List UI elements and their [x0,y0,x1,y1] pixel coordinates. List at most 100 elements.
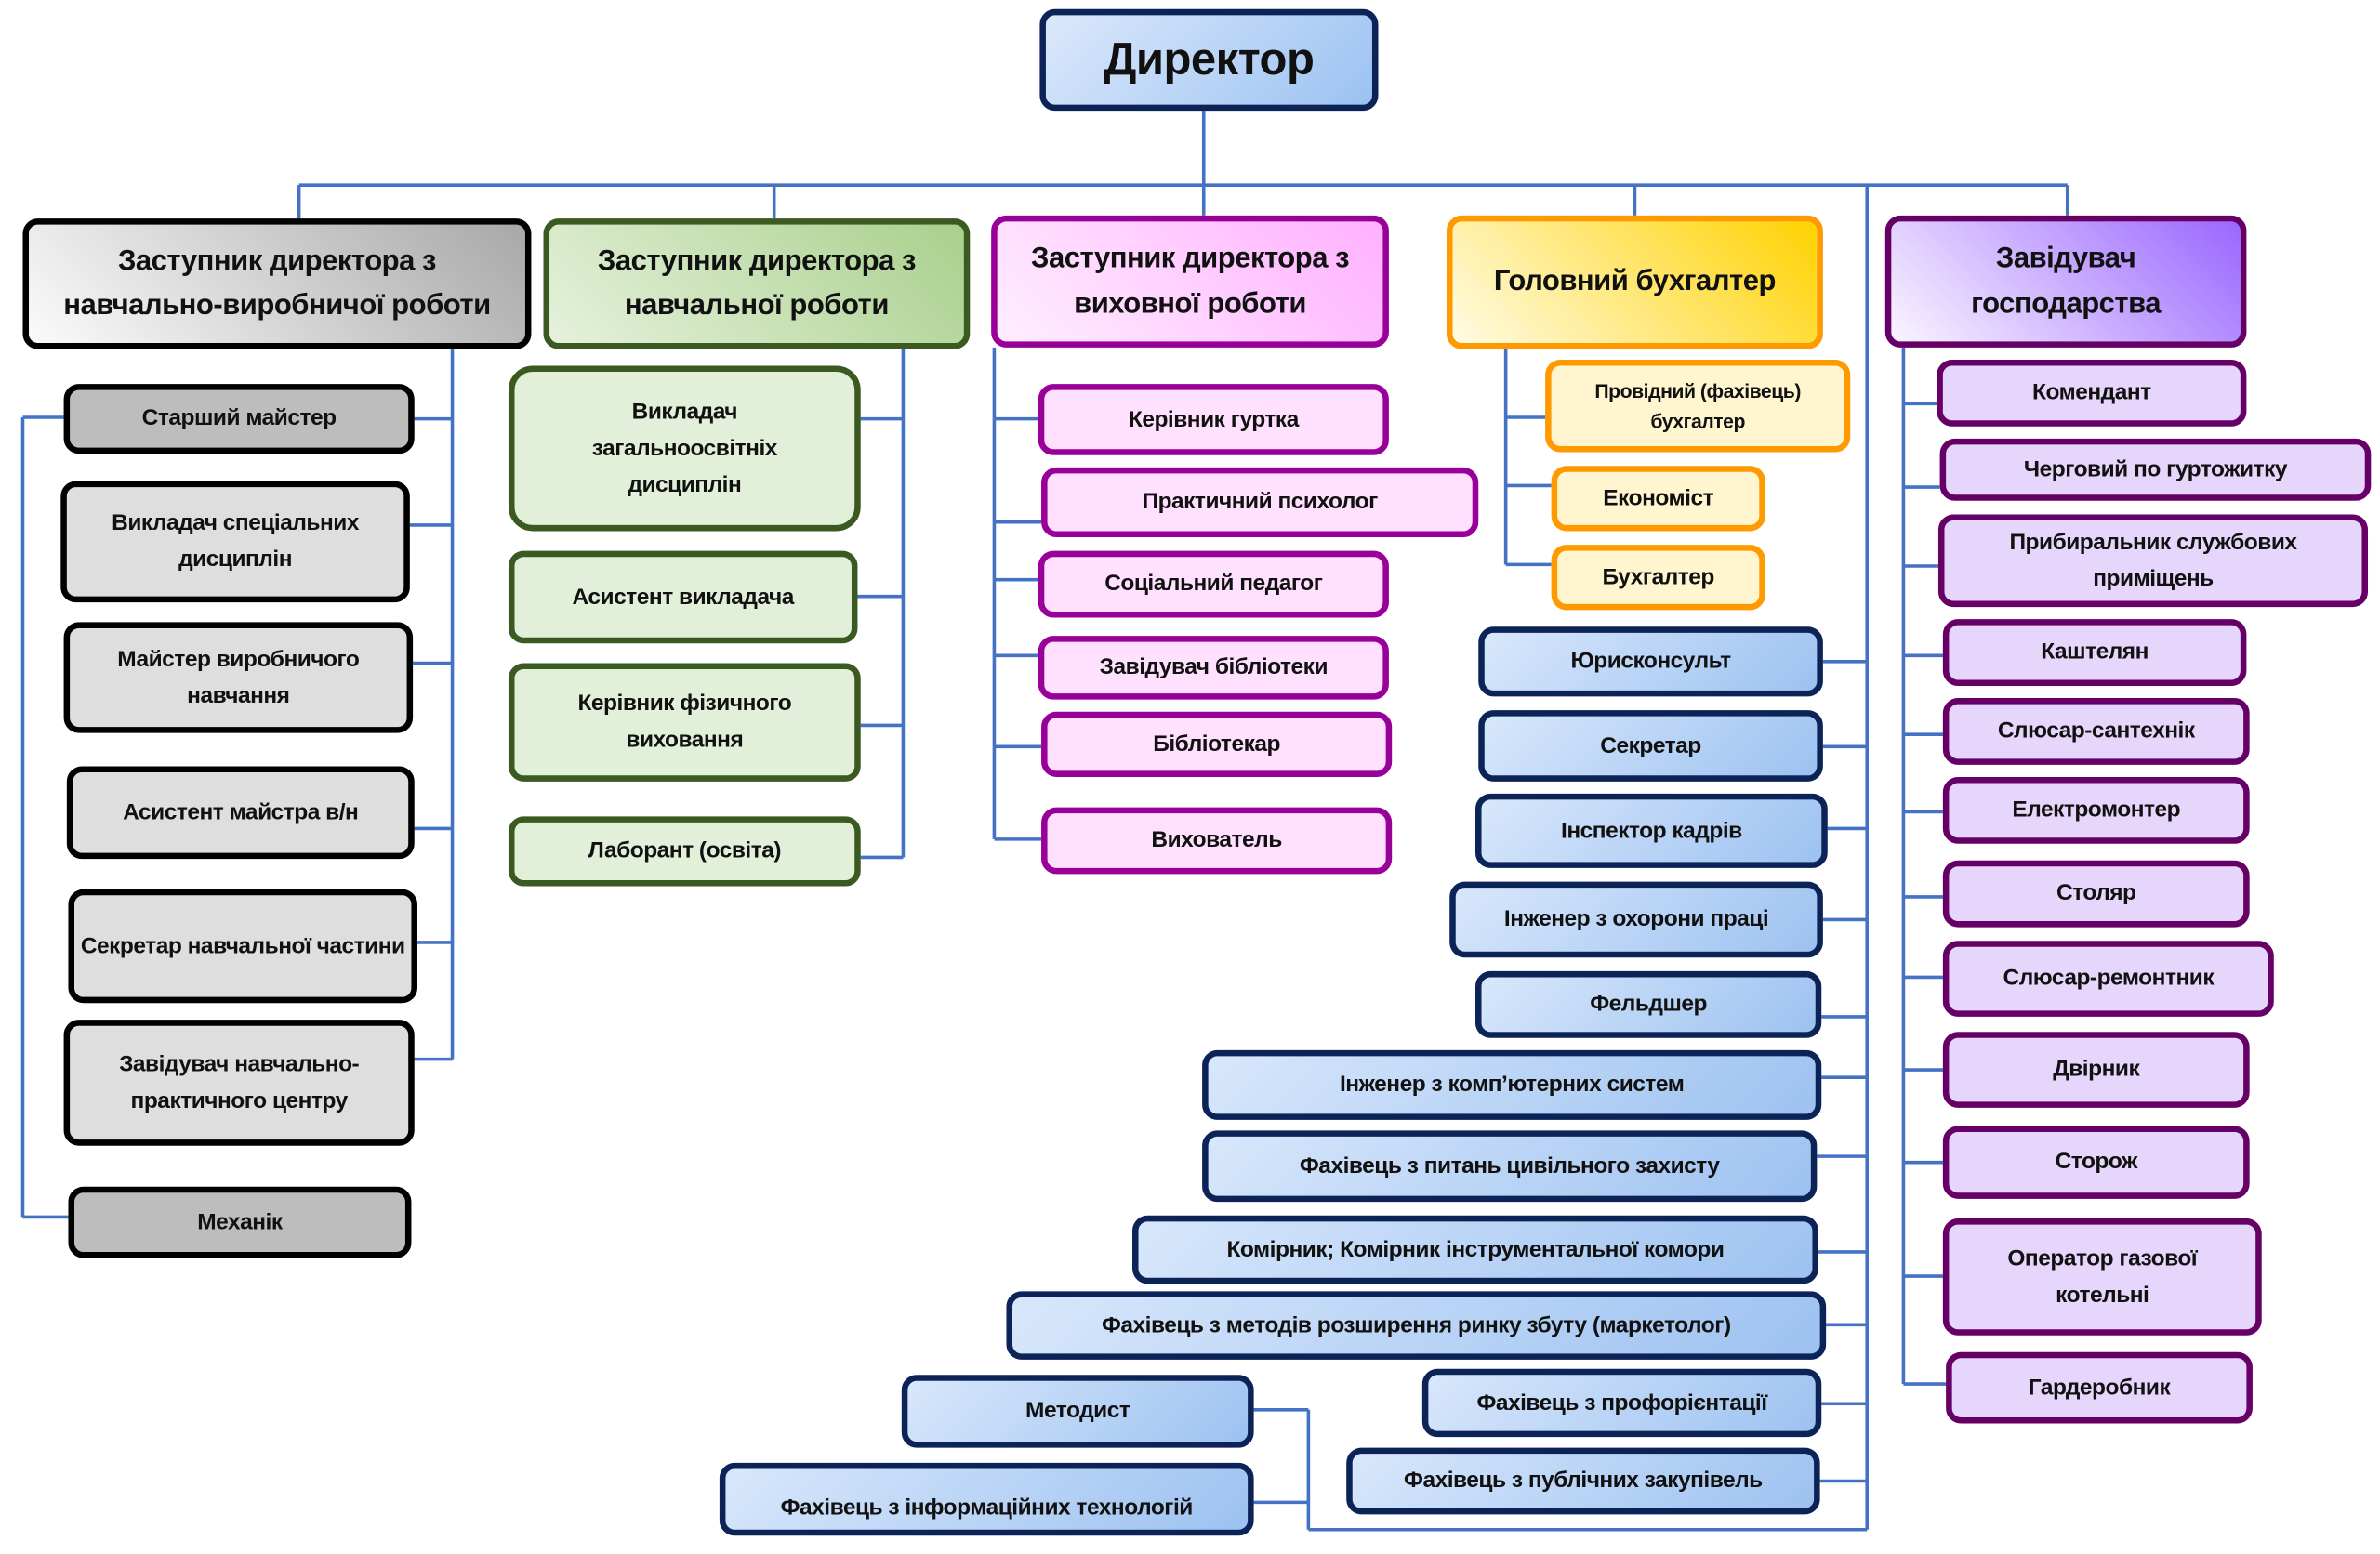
position-label: Комірник; Комірник інструментальної комо… [1226,1235,1725,1262]
position-label: Методист [1025,1397,1130,1424]
position-label: Провідний (фахівець) бухгалтер [1594,379,1801,432]
position-label: Фахівець з інформаційних технологій [780,1495,1194,1521]
production-deputy-box: Заступник директора з навчально-виробнич… [22,218,532,349]
position-label: Каштелян [2041,639,2149,665]
position-label: Викладач спеціальних дисциплін [112,509,360,573]
position-box: Секретар навчальної частини [68,889,417,1004]
position-label: Черговий по гуртожитку [2023,455,2288,482]
position-label: Бібліотекар [1153,731,1280,757]
position-box: Економіст [1551,466,1765,532]
education-deputy-box: Заступник директора з виховної роботи [991,215,1389,348]
production-deputy-label: Заступник директора з навчально-виробнич… [63,244,491,323]
position-box: Прибиральник службових приміщень [1937,514,2369,608]
position-box: Інспектор кадрів [1474,793,1828,868]
position-box: Комендант [1937,359,2247,427]
position-label: Інспектор кадрів [1561,817,1742,843]
position-box: Гардеробник [1946,1351,2253,1424]
position-box: Секретар [1478,710,1823,782]
position-box: Слюсар-ремонтник [1942,941,2274,1017]
position-box: Інженер з охорони праці [1449,881,1823,958]
position-box: Сторож [1942,1126,2250,1199]
position-box: Бухгалтер [1551,545,1765,611]
position-box: Фахівець з профорієнтації [1421,1368,1822,1438]
household-head-label: Завідувач господарства [1971,243,2162,320]
education-deputy-label: Заступник директора з виховної роботи [1031,243,1350,320]
position-box: Майстер виробничого навчання [63,622,414,733]
position-label: Керівник гуртка [1128,405,1299,432]
position-label: Столяр [2056,879,2136,906]
position-label: Завідувач навчально-практичного центру [119,1050,360,1113]
position-box: Фахівець з питань цивільного захисту [1202,1130,1818,1203]
position-label: Оператор газової котельні [2007,1245,2198,1308]
position-box: Викладач спеціальних дисциплін [60,481,410,603]
position-box: Керівник гуртка [1038,384,1389,455]
position-label: Секретар [1600,731,1701,758]
position-label: Фельдшер [1590,991,1707,1017]
position-label: Практичний психолог [1142,488,1378,515]
position-label: Лаборант (освіта) [588,837,782,864]
position-box: Методист [901,1375,1254,1448]
position-box: Оператор газової котельні [1942,1218,2262,1336]
position-label: Слюсар-ремонтник [2003,965,2215,992]
position-box: Комірник; Комірник інструментальної комо… [1131,1215,1818,1284]
position-box: Старший майстер [63,384,415,454]
position-label: Комендант [2032,379,2151,405]
position-label: Інженер з охорони праці [1503,905,1769,932]
position-box: Керівник фізичного виховання [508,663,861,782]
position-box: Двірник [1942,1032,2250,1108]
position-label: Електромонтер [2012,797,2181,823]
position-label: Механік [197,1208,283,1235]
position-label: Фахівець з публічних закупівель [1404,1467,1763,1494]
position-label: Економіст [1603,484,1714,511]
position-label: Прибиральник службових приміщень [2009,528,2297,591]
teaching-deputy-label: Заступник директора з навчальної роботи [597,244,917,323]
director-label: Директор [1104,33,1315,85]
position-label: Завідувач бібліотеки [1099,653,1329,680]
position-label: Асистент майстра в/н [123,798,359,825]
position-label: Слюсар-сантехнік [1997,718,2195,744]
position-label: Майстер виробничого навчання [117,645,360,708]
position-box: Завідувач бібліотеки [1038,636,1389,700]
position-label: Фахівець з профорієнтації [1476,1389,1767,1416]
position-box: Завідувач навчально-практичного центру [63,1020,415,1146]
position-box: Фахівець з інформаційних технологій [719,1462,1254,1536]
position-label: Старший майстер [141,404,337,431]
position-box: Електромонтер [1942,776,2250,844]
position-box: Соціальний педагог [1038,550,1389,618]
position-label: Сторож [2055,1148,2138,1175]
chief-accountant-box: Головний бухгалтер [1446,215,1823,349]
position-label: Секретар навчальної частини [80,932,405,959]
position-box: Вихователь [1041,807,1393,875]
position-label: Юрисконсульт [1570,648,1732,674]
position-box: Юрисконсульт [1478,626,1823,697]
position-box: Бібліотекар [1041,711,1393,777]
position-label: Бухгалтер [1602,563,1715,590]
position-box: Інженер з комп’ютерних систем [1202,1049,1822,1120]
director-box: Директор [1039,8,1379,112]
chief-accountant-label: Головний бухгалтер [1493,266,1777,298]
position-label: Інженер з комп’ютерних систем [1339,1071,1685,1098]
position-box: Механік [68,1186,412,1258]
position-box: Фельдшер [1474,970,1822,1038]
household-head-box: Завідувач господарства [1884,215,2247,348]
position-label: Гардеробник [2028,1374,2171,1401]
position-box: Фахівець з публічних закупівель [1346,1447,1820,1515]
position-box: Провідний (фахівець) бухгалтер [1545,359,1851,453]
position-box: Черговий по гуртожитку [1939,438,2372,501]
position-box: Лаборант (освіта) [508,816,861,887]
position-label: Фахівець з питань цивільного захисту [1299,1152,1720,1179]
position-box: Фахівець з методів розширення ринку збут… [1006,1291,1827,1360]
position-box: Практичний психолог [1041,467,1479,537]
position-label: Соціальний педагог [1104,570,1323,597]
position-label: Фахівець з методів розширення ринку збут… [1101,1311,1731,1338]
position-label: Вихователь [1151,826,1282,853]
position-box: Асистент викладача [508,550,858,644]
position-box: Асистент майстра в/н [66,766,415,860]
position-box: Слюсар-сантехнік [1942,698,2250,765]
position-box: Викладач загальноосвітніх дисциплін [508,365,861,532]
position-label: Двірник [2053,1056,2140,1083]
teaching-deputy-box: Заступник директора з навчальної роботи [543,218,971,349]
position-box: Каштелян [1942,619,2247,686]
